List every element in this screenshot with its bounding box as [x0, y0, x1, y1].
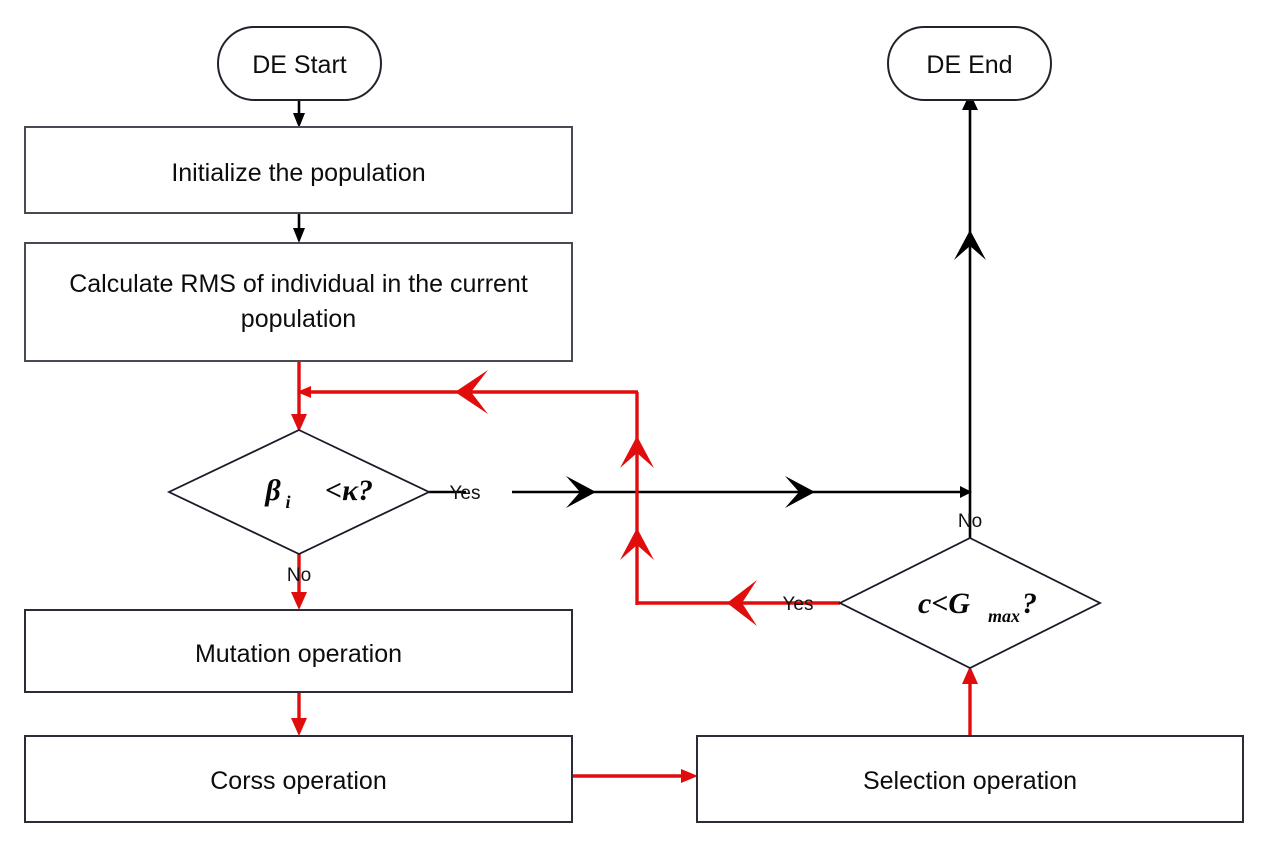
- edge-selection-to-gen: [962, 666, 978, 736]
- node-selection-operation[interactable]: Selection operation: [696, 735, 1244, 823]
- edge-group-black: [293, 93, 986, 538]
- node-cross-operation[interactable]: Corss operation: [24, 735, 573, 823]
- node-decision-generation-subscript: max: [988, 606, 1020, 626]
- edge-label-group: Yes No No Yes: [287, 483, 982, 615]
- edge-beta-no-to-mutation: [291, 554, 307, 610]
- node-decision-beta-symbol: β: [264, 474, 281, 507]
- node-mutation-operation-label: Mutation operation: [195, 640, 402, 668]
- node-calculate-rms[interactable]: Calculate RMS of individual in the curre…: [24, 242, 573, 362]
- node-decision-generation[interactable]: c<G max ?: [837, 536, 1103, 670]
- edge-cross-to-selection: [572, 769, 698, 783]
- edge-to-de-end: [954, 93, 986, 492]
- node-de-start[interactable]: DE Start: [217, 26, 382, 101]
- node-decision-beta-subscript: i: [285, 492, 290, 512]
- node-de-end[interactable]: DE End: [887, 26, 1052, 101]
- node-decision-beta-comparison: <κ?: [325, 474, 373, 507]
- edge-start-to-init: [293, 99, 305, 128]
- node-decision-generation-question: ?: [1022, 587, 1037, 620]
- node-cross-operation-label: Corss operation: [210, 767, 386, 795]
- edge-label-beta-no: No: [287, 565, 311, 586]
- edge-beta-yes-black: [429, 476, 972, 508]
- edge-calc-to-beta: [291, 361, 307, 432]
- node-decision-beta[interactable]: β i <κ?: [166, 429, 432, 555]
- edge-mutation-to-cross: [291, 692, 307, 736]
- edge-gen-yes-feedback: [297, 370, 840, 626]
- node-initialize-population-label: Initialize the population: [171, 159, 425, 187]
- node-calculate-rms-label-line2: population: [241, 305, 356, 333]
- edge-label-beta-yes: Yes: [450, 483, 481, 504]
- edge-group-red: [291, 361, 978, 783]
- node-initialize-population[interactable]: Initialize the population: [24, 126, 573, 214]
- node-calculate-rms-label-line1: Calculate RMS of individual in the curre…: [69, 270, 528, 298]
- node-de-end-label: DE End: [926, 51, 1012, 79]
- node-decision-generation-expr: c<G: [918, 587, 970, 620]
- edge-init-to-calc: [293, 213, 305, 243]
- edge-label-generation-yes: Yes: [783, 594, 814, 615]
- node-selection-operation-label: Selection operation: [863, 767, 1077, 795]
- node-de-start-label: DE Start: [252, 51, 347, 79]
- node-mutation-operation[interactable]: Mutation operation: [24, 609, 573, 693]
- edge-label-generation-no: No: [958, 511, 982, 532]
